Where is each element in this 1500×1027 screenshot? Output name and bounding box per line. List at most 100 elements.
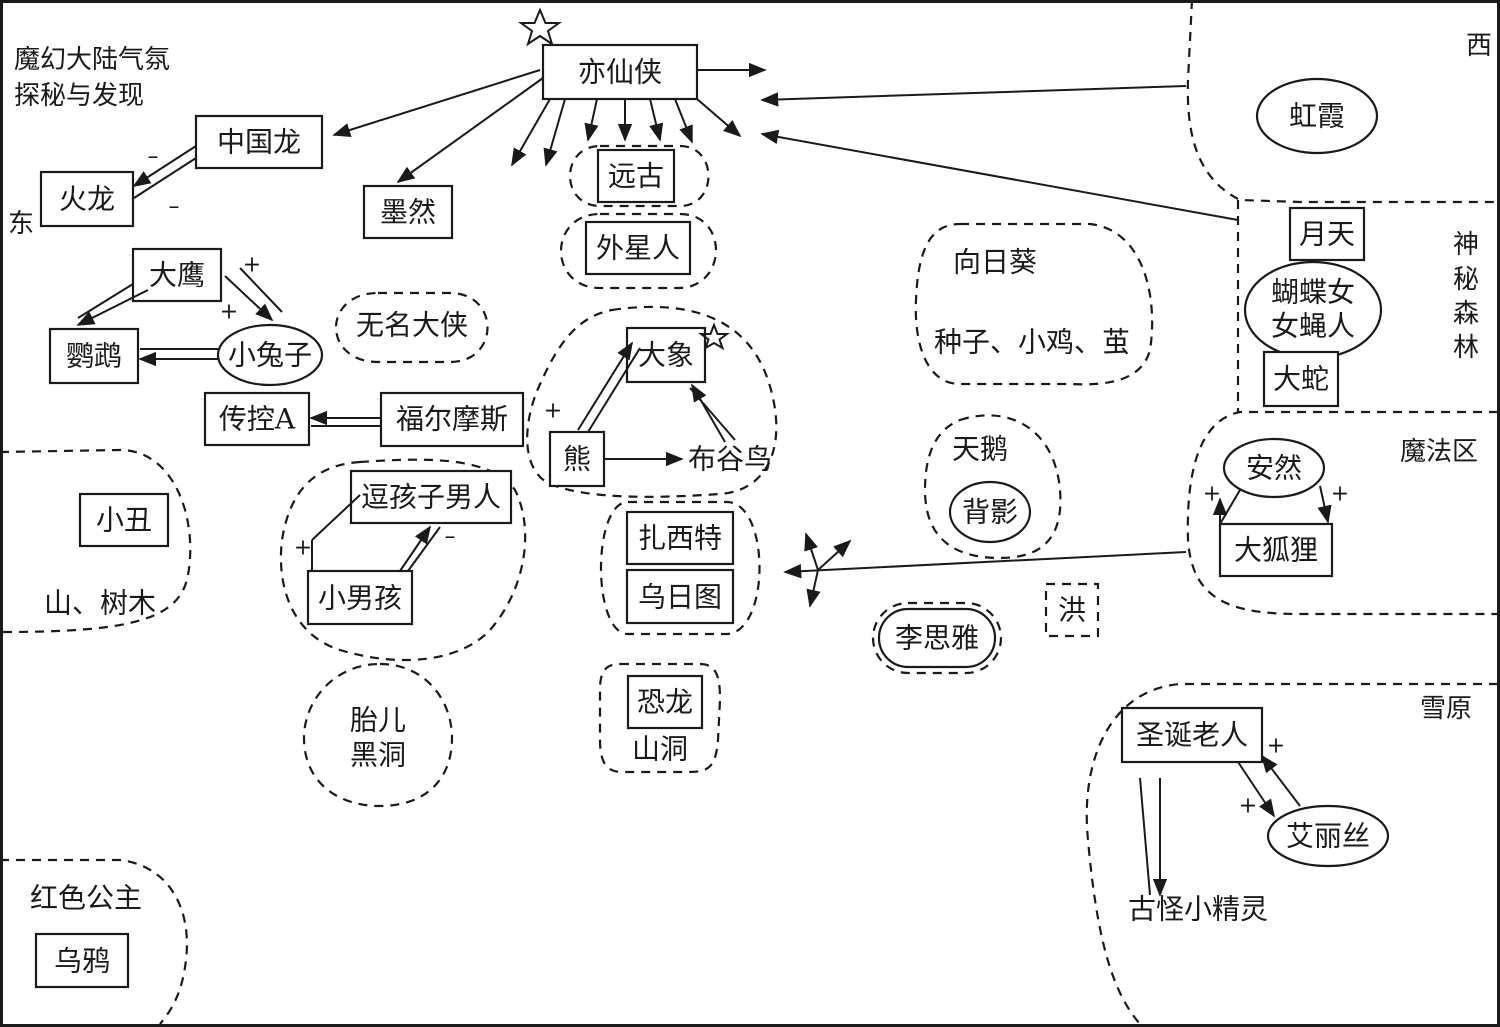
node-box-konglong [626, 674, 704, 730]
node-label: 传控A [219, 403, 296, 436]
arrow [399, 525, 432, 572]
node-label: 亦仙侠 [578, 56, 662, 89]
plus-sign: + [243, 253, 261, 278]
node-box-lisiya [877, 607, 997, 669]
title-line-1: 魔幻大陆气氛 [14, 45, 170, 75]
zhaxite-group [600, 500, 761, 636]
node-ellipse-hongxia [1255, 77, 1379, 155]
node-label: 小男孩 [318, 582, 402, 615]
node-label: 小丑 [96, 504, 152, 537]
node-box-huolong [39, 170, 135, 228]
west-region-boundary [1186, 0, 1498, 204]
plus-sign: + [1331, 482, 1349, 507]
star-icon [697, 322, 731, 351]
node-box-shengdan [1120, 706, 1264, 764]
arrow [332, 69, 541, 137]
node-label: 远古 [608, 160, 664, 193]
node-label: 种子、小鸡、茧 [934, 326, 1130, 359]
node-label: 大狐狸 [1234, 534, 1318, 567]
node-label: 乌鸦 [54, 945, 110, 978]
node-ellipse-ailisi [1266, 804, 1390, 868]
node-ellipse-anran [1222, 437, 1326, 499]
node-label: 大蛇 [1273, 363, 1329, 396]
arrow [806, 569, 821, 608]
tiane-group [923, 414, 1062, 560]
node-label: 大象 [638, 339, 694, 372]
node-label: 熊 [563, 443, 591, 476]
arrow [224, 275, 274, 322]
star-icon [517, 7, 563, 47]
node-box-douhaizi [349, 469, 513, 525]
connector [407, 526, 441, 572]
arrow [1237, 761, 1275, 818]
connector [311, 494, 361, 541]
arrow [804, 532, 819, 571]
node-label: 胎儿 [350, 704, 406, 737]
minus-sign: – [169, 195, 180, 220]
node-label: 李思雅 [895, 622, 979, 655]
node-box-zhaxite [625, 510, 735, 566]
node-label: 乌日图 [638, 581, 722, 614]
node-label: 圣诞老人 [1136, 719, 1248, 752]
node-box-xiaonanhai [306, 569, 414, 626]
node-label: 月天 [1299, 218, 1355, 251]
arrow [760, 129, 1239, 221]
node-label: 中国龙 [217, 126, 301, 159]
node-ellipse-xiaotuzi [216, 323, 324, 387]
connector [1139, 777, 1151, 896]
waixingren-group [559, 212, 717, 290]
node-box-fuermosi [379, 391, 525, 448]
arrow [674, 98, 693, 144]
arrow [783, 551, 1187, 579]
arrow [132, 145, 197, 187]
node-label: 向日葵 [953, 246, 1037, 279]
title-line-2: 探秘与发现 [14, 81, 144, 111]
node-label: 小兔子 [228, 339, 312, 372]
node-box-yingwu [48, 327, 140, 385]
clown-region-boundary [0, 448, 192, 634]
region-snow: 雪原 [1420, 694, 1472, 724]
node-box-yuetian [1288, 206, 1366, 262]
node-label: 无名大侠 [356, 309, 468, 342]
direction-west: 西 [1466, 31, 1492, 61]
arrow [511, 98, 551, 167]
arrow [1317, 485, 1332, 524]
node-box-yixianxia [541, 43, 699, 101]
node-label: 红色公主 [30, 882, 142, 915]
node-box-chuankong [203, 391, 311, 447]
wumingdaxia-group [334, 291, 489, 364]
node-label: 天鹅 [952, 433, 1008, 466]
region-forest-char: 秘 [1453, 265, 1479, 295]
region-magic: 魔法区 [1400, 437, 1478, 467]
node-label: 蝴蝶女 [1271, 276, 1355, 309]
node-label: 女蝇人 [1271, 310, 1355, 343]
node-box-wuya [34, 932, 130, 989]
node-box-daying [131, 247, 223, 303]
plus-sign: + [1267, 734, 1285, 759]
arrow [76, 289, 149, 326]
node-label: 福尔摩斯 [396, 403, 508, 436]
plus-sign: + [220, 300, 238, 325]
node-box-dahuli [1218, 522, 1334, 578]
arrow [577, 341, 633, 431]
direction-east: 东 [8, 209, 34, 239]
node-box-waixingren [584, 220, 692, 276]
node-label: 火龙 [59, 183, 115, 216]
arrow [696, 98, 742, 138]
node-box-dashe [1262, 350, 1340, 408]
plus-sign: + [1203, 482, 1221, 507]
snow-region-boundary [1085, 682, 1498, 1025]
node-label: 大鹰 [149, 259, 205, 292]
plus-sign: + [544, 399, 562, 424]
plus-sign: + [294, 536, 312, 561]
taier-group [302, 662, 454, 808]
node-label: 逗孩子男人 [361, 481, 501, 514]
node-label: 背影 [962, 496, 1018, 529]
node-label: 外星人 [596, 232, 680, 265]
node-label: 鹦鹉 [66, 340, 122, 373]
arrow [649, 98, 664, 142]
connector [133, 157, 197, 199]
magic-region-boundary [1186, 410, 1498, 616]
